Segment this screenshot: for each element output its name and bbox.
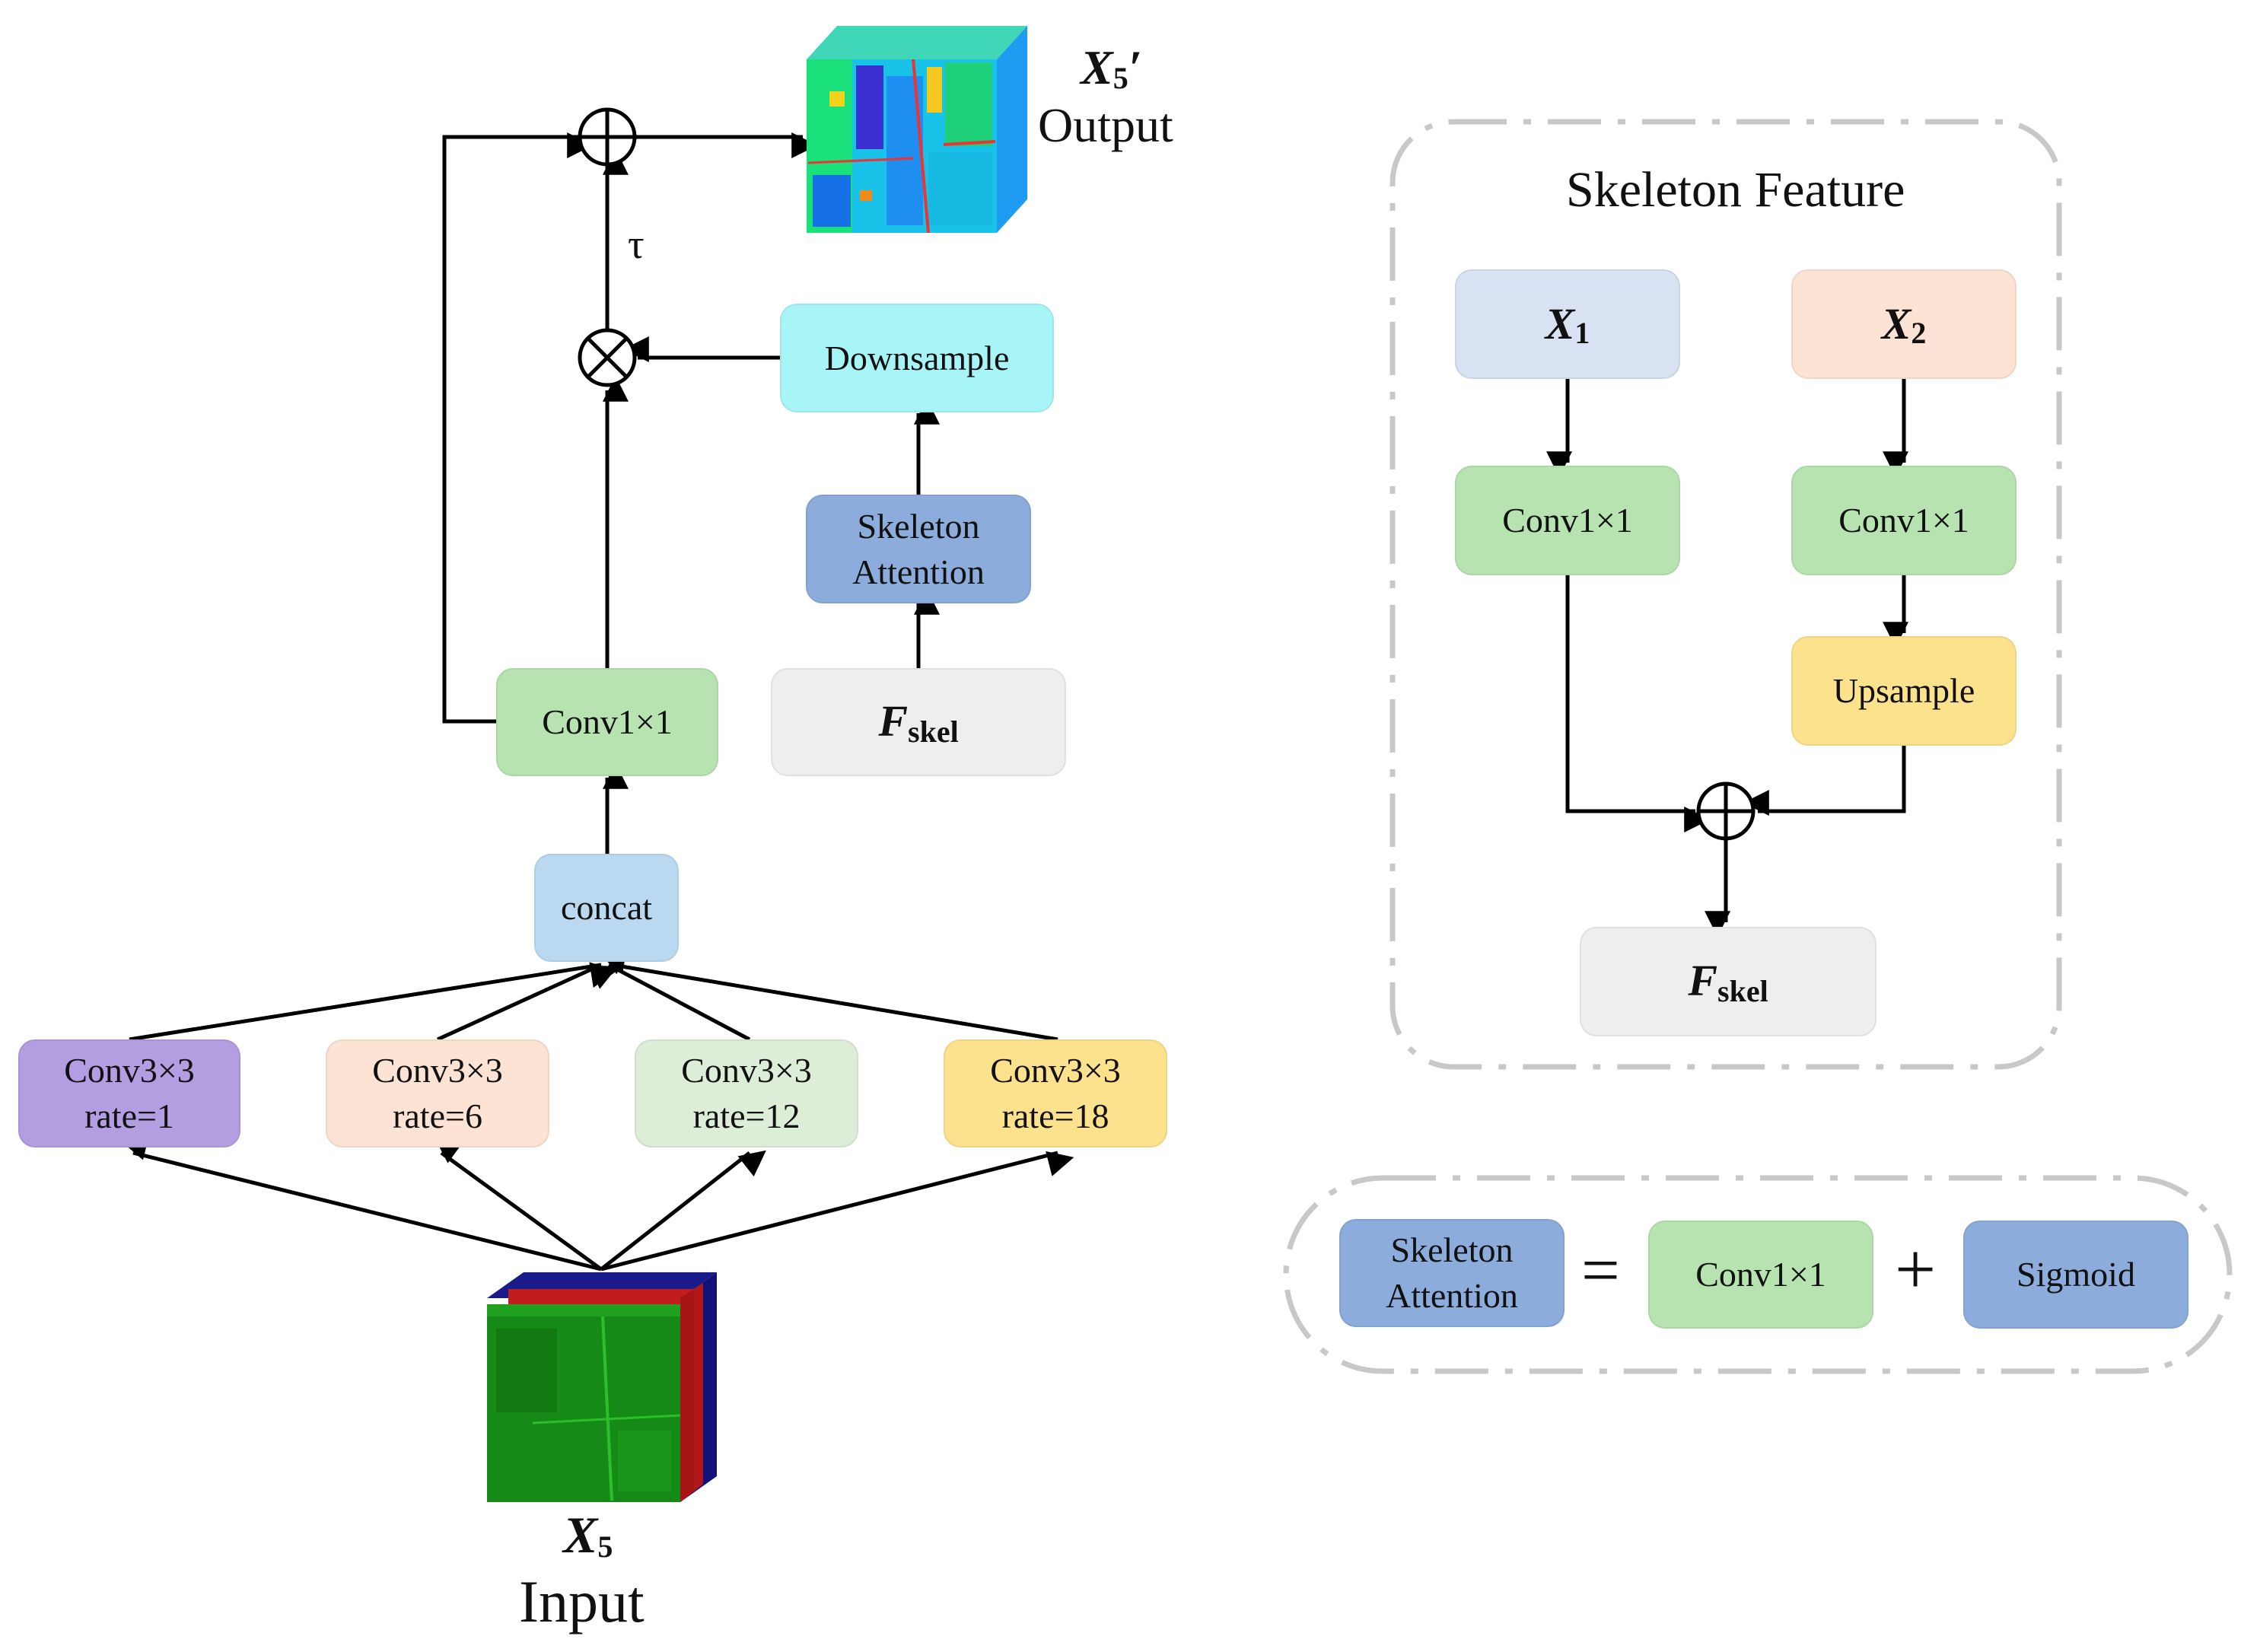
skeleton-fskel-box: Fskel (1580, 927, 1877, 1036)
arrow-input-to-rate1 (121, 1135, 602, 1272)
branch-rate18-line2: rate=18 (1001, 1097, 1109, 1135)
output-cube-image (807, 26, 1027, 234)
branch-rate6-box: Conv3×3 rate=6 (326, 1039, 549, 1147)
arrow-rate12-to-concat (600, 950, 751, 1042)
branch-rate6-line2: rate=6 (393, 1097, 482, 1135)
skeleton-attention-box: Skeleton Attention (806, 495, 1031, 603)
skeleton-attention-line1: Skeleton (857, 506, 980, 546)
add-operator-top (578, 107, 637, 167)
x2-symbol: X2 (1881, 299, 1927, 350)
branch-rate1-line2: rate=1 (84, 1097, 174, 1135)
legend-panel-border (1283, 1175, 2233, 1374)
concat-label: concat (560, 888, 653, 928)
branch-rate12-box: Conv3×3 rate=12 (635, 1039, 858, 1147)
arrow-input-to-rate6 (434, 1137, 603, 1272)
fskel-box: Fskel (771, 668, 1066, 776)
legend-sigmoid-label: Sigmoid (2017, 1255, 2135, 1294)
legend-skeleton-attention-line1: Skeleton (1390, 1230, 1514, 1270)
skeleton-fskel-symbol: Fskel (1688, 956, 1768, 1008)
x2-box: X2 (1791, 269, 2017, 379)
skeleton-conv-right-label: Conv1×1 (1838, 501, 1969, 540)
legend-equals-sign: = (1581, 1233, 1620, 1308)
input-label: Input (519, 1568, 645, 1634)
input-cube-image (487, 1272, 717, 1502)
skeleton-conv-left-label: Conv1×1 (1502, 501, 1633, 540)
legend-sigmoid-box: Sigmoid (1963, 1221, 2188, 1329)
concat-box: concat (534, 854, 679, 962)
skeleton-feature-panel-border (1389, 119, 2062, 1070)
multiply-operator (578, 328, 637, 387)
arrow-conv-to-add (1565, 575, 1711, 832)
skeleton-feature-title: Skeleton Feature (1566, 162, 1905, 218)
fskel-symbol: Fskel (878, 696, 959, 749)
x1-symbol: X1 (1545, 299, 1590, 350)
output-label: Output (1038, 98, 1173, 152)
legend-plus-sign: + (1895, 1228, 1937, 1310)
conv1x1-label: Conv1×1 (542, 702, 673, 742)
skeleton-conv-left-box: Conv1×1 (1455, 466, 1680, 575)
branch-rate1-line1: Conv3×3 (64, 1051, 195, 1090)
arrow-input-to-rate12 (600, 1150, 766, 1271)
arrow-skip-to-add (442, 132, 594, 724)
add-operator-skeleton (1696, 781, 1756, 841)
tau-label: τ (628, 221, 645, 267)
upsample-box: Upsample (1791, 636, 2017, 746)
downsample-box: Downsample (780, 304, 1054, 412)
arrow-rate18-to-concat (599, 945, 1058, 1042)
arrow-upsample-to-add (1743, 746, 1906, 816)
branch-rate18-box: Conv3×3 rate=18 (944, 1039, 1167, 1147)
output-symbol: X5′ (1081, 40, 1142, 95)
legend-conv-label: Conv1×1 (1695, 1255, 1826, 1294)
arrow-rate1-to-concat (129, 962, 617, 1042)
skeleton-attention-line2: Attention (852, 552, 985, 591)
branch-rate12-line2: rate=12 (692, 1097, 801, 1135)
downsample-label: Downsample (824, 338, 1010, 377)
legend-skeleton-attention-box: Skeleton Attention (1339, 1219, 1565, 1327)
branch-rate12-line1: Conv3×3 (681, 1051, 812, 1090)
upsample-label: Upsample (1832, 671, 1975, 711)
input-symbol: X5 (563, 1506, 613, 1564)
arrow-rate6-to-concat (436, 963, 619, 1042)
legend-skeleton-attention-line2: Attention (1386, 1276, 1518, 1315)
arrow-input-to-rate18 (600, 1151, 1074, 1272)
conv1x1-box: Conv1×1 (496, 668, 718, 776)
x1-box: X1 (1455, 269, 1680, 379)
branch-rate18-line1: Conv3×3 (990, 1051, 1121, 1090)
skeleton-conv-right-box: Conv1×1 (1791, 466, 2017, 575)
legend-conv-box: Conv1×1 (1648, 1221, 1873, 1329)
branch-rate1-box: Conv3×3 rate=1 (18, 1039, 240, 1147)
branch-rate6-line1: Conv3×3 (372, 1051, 503, 1090)
